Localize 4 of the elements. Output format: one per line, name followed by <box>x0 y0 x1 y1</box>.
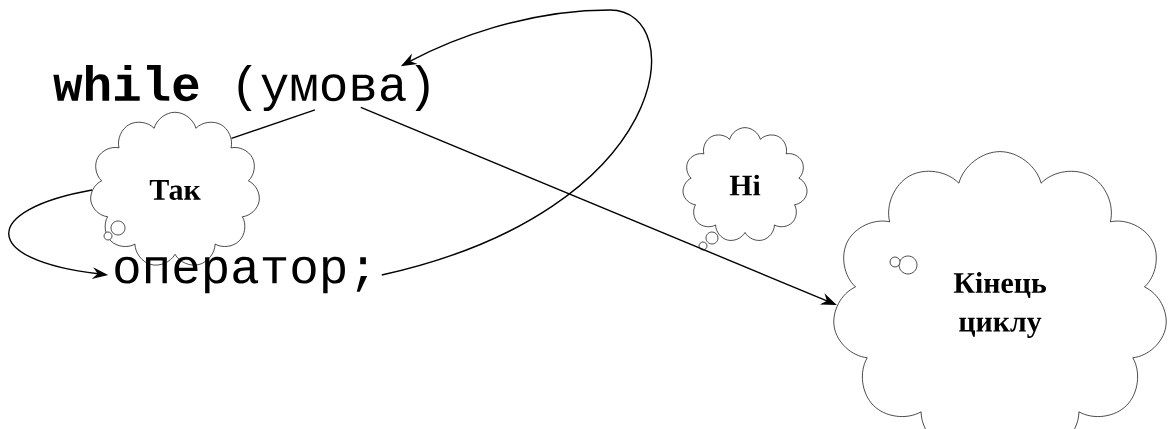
thought-cloud: Ні <box>682 127 808 251</box>
arrow <box>381 9 653 276</box>
thought-cloud: Кінець циклу <box>833 151 1167 429</box>
code-text: while (умова) <box>53 65 429 111</box>
